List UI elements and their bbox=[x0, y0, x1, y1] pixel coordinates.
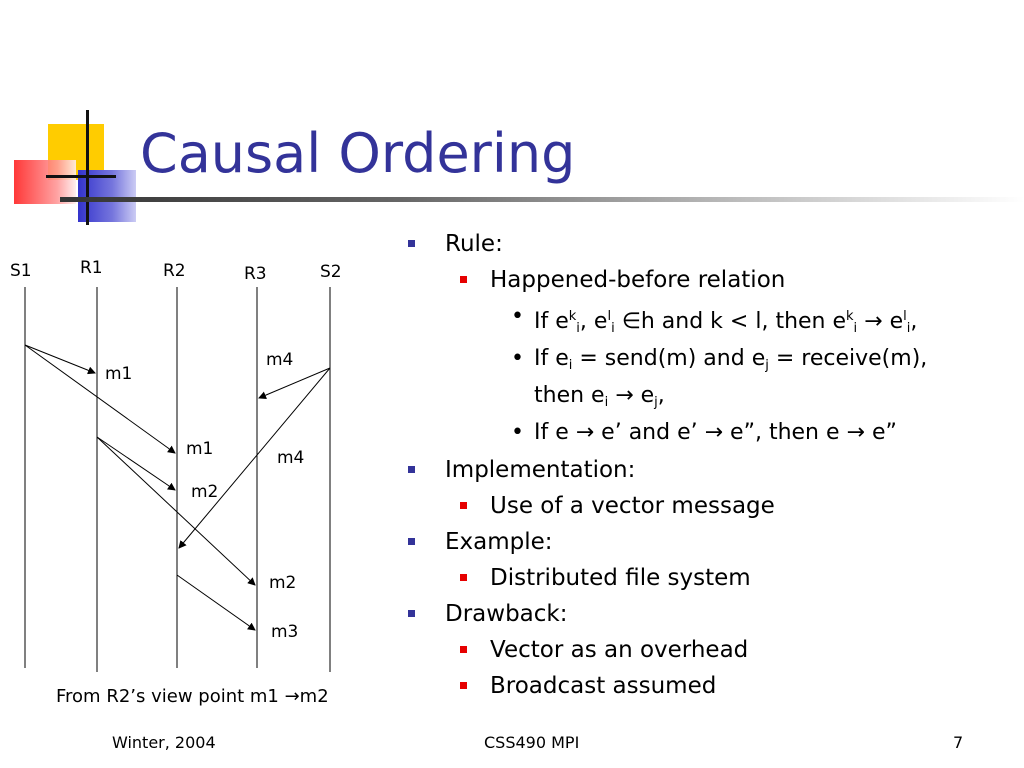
bullet-happened-before: Happened-before relation bbox=[408, 266, 1018, 294]
bullet-vector-message: Use of a vector message bbox=[408, 492, 1018, 520]
rule-item-3-text: If e → e’ and e’ → e”, then e → e” bbox=[534, 420, 897, 445]
message-arrow-m1-r2 bbox=[24, 344, 176, 454]
bullet-vector-message-text: Use of a vector message bbox=[490, 493, 775, 519]
bullet-broadcast-assumed-text: Broadcast assumed bbox=[490, 673, 717, 699]
message-label-m3-r3: m3 bbox=[271, 622, 298, 642]
footer-page-number: 7 bbox=[953, 733, 964, 752]
bullet-drawback-text: Drawback: bbox=[445, 601, 568, 627]
bullet-vector-overhead-text: Vector as an overhead bbox=[490, 637, 749, 663]
bullet-implementation: Implementation: bbox=[408, 456, 1018, 484]
message-arrow-m3-r3 bbox=[176, 574, 256, 631]
message-arrow-m2-r2 bbox=[96, 436, 176, 491]
message-label-m2-r2: m2 bbox=[191, 482, 218, 502]
bullet-example: Example: bbox=[408, 528, 1018, 556]
message-arrow-m4-r3 bbox=[258, 367, 331, 399]
logo-horizontal-bar bbox=[46, 175, 116, 178]
bullet-happened-before-text: Happened-before relation bbox=[490, 267, 786, 293]
square-bullet-icon bbox=[460, 646, 467, 653]
message-label-m4-r2: m4 bbox=[277, 448, 304, 468]
square-bullet-icon bbox=[408, 538, 415, 545]
bullet-distributed-fs-text: Distributed file system bbox=[490, 565, 751, 591]
logo-vertical-bar bbox=[86, 110, 89, 225]
message-arrow-m1-r1 bbox=[24, 344, 96, 375]
square-bullet-icon bbox=[460, 682, 467, 689]
causal-ordering-diagram: S1 R1 R2 R3 S2 m1 m1 m2 m2 m3 m4 m4 bbox=[10, 258, 342, 672]
message-arrow-m2-r3 bbox=[96, 436, 256, 586]
logo-red-square bbox=[14, 160, 76, 204]
slide-title: Causal Ordering bbox=[140, 122, 576, 185]
process-label-r2: R2 bbox=[163, 261, 186, 281]
square-bullet-icon bbox=[408, 240, 415, 247]
message-label-m1-r1: m1 bbox=[105, 364, 132, 384]
bullet-drawback: Drawback: bbox=[408, 600, 1018, 628]
square-bullet-icon bbox=[460, 574, 467, 581]
dot-bullet-icon: • bbox=[511, 420, 524, 445]
rule-item-1: • If eki, eli ∈h and k < l, then eki → e… bbox=[408, 302, 1018, 344]
footer-course: CSS490 MPI bbox=[484, 733, 580, 752]
bullet-vector-overhead: Vector as an overhead bbox=[408, 636, 1018, 664]
process-label-s1: S1 bbox=[10, 261, 32, 281]
message-label-m2-r3: m2 bbox=[269, 573, 296, 593]
dot-bullet-icon: • bbox=[511, 304, 524, 329]
process-label-r1: R1 bbox=[80, 258, 103, 278]
message-label-m1-r2: m1 bbox=[186, 439, 213, 459]
rule-item-1-text: If eki, eli ∈h and k < l, then eki → eli… bbox=[534, 309, 918, 336]
title-underline bbox=[60, 197, 1024, 202]
bullet-implementation-text: Implementation: bbox=[445, 457, 636, 483]
bullet-list: Rule: Happened-before relation • If eki,… bbox=[408, 230, 1018, 708]
bullet-distributed-fs: Distributed file system bbox=[408, 564, 1018, 592]
rule-item-2-line-2: then ei → ej, bbox=[534, 383, 665, 410]
footer-date: Winter, 2004 bbox=[112, 733, 216, 752]
process-label-s2: S2 bbox=[320, 262, 342, 282]
message-arrow-m4-r2 bbox=[178, 367, 331, 549]
bullet-rule: Rule: bbox=[408, 230, 1018, 258]
bullet-example-text: Example: bbox=[445, 529, 553, 555]
rule-item-2: • If ei = send(m) and ej = receive(m), t… bbox=[408, 344, 1018, 418]
bullet-rule-text: Rule: bbox=[445, 231, 503, 257]
dot-bullet-icon: • bbox=[511, 346, 524, 371]
square-bullet-icon bbox=[460, 502, 467, 509]
message-label-m4-r3: m4 bbox=[266, 350, 293, 370]
rule-item-3: • If e → e’ and e’ → e”, then e → e” bbox=[408, 418, 1018, 448]
square-bullet-icon bbox=[408, 466, 415, 473]
square-bullet-icon bbox=[408, 610, 415, 617]
process-label-r3: R3 bbox=[244, 264, 267, 284]
bullet-broadcast-assumed: Broadcast assumed bbox=[408, 672, 1018, 700]
square-bullet-icon bbox=[460, 276, 467, 283]
rule-item-2-line-1: If ei = send(m) and ej = receive(m), bbox=[534, 346, 928, 373]
diagram-caption: From R2’s view point m1 →m2 bbox=[56, 686, 329, 707]
